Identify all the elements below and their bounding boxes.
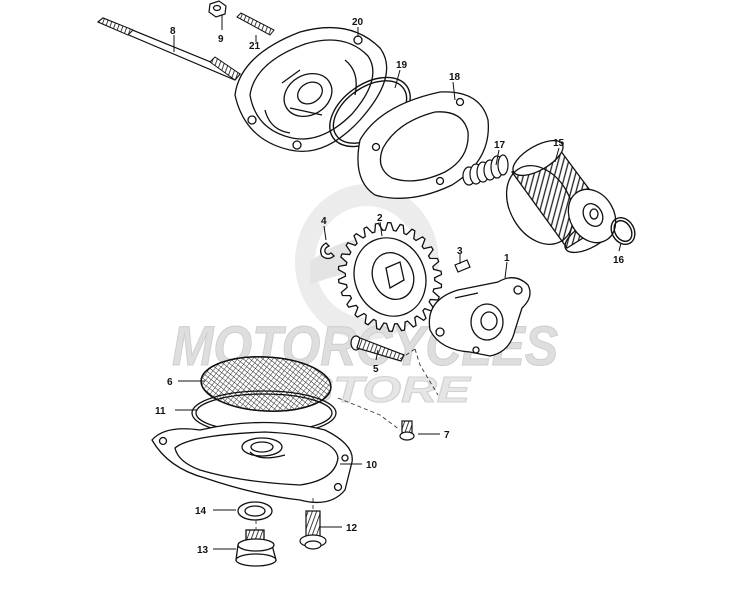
part-4-clip: [320, 242, 335, 260]
label-13: 13: [197, 545, 209, 556]
label-18: 18: [449, 72, 461, 83]
label-4: 4: [321, 216, 327, 227]
part-labels: 1 2 3 4 5 6 7 8 9 10 11 12 13 14 15 16 1…: [155, 17, 625, 556]
part-16-o-ring: [610, 216, 636, 246]
part-15-oil-filter: [505, 139, 617, 254]
label-15: 15: [553, 138, 565, 149]
label-20: 20: [352, 17, 364, 28]
part-13-drain-plug: [235, 529, 277, 567]
part-8-stud: [96, 17, 241, 81]
part-1-pump-body: [428, 277, 531, 357]
label-19: 19: [396, 60, 408, 71]
label-17: 17: [494, 140, 506, 151]
label-1: 1: [504, 253, 510, 264]
label-5: 5: [373, 364, 379, 375]
label-21: 21: [249, 41, 261, 52]
label-8: 8: [170, 26, 176, 37]
part-5-bolt: [350, 335, 405, 362]
label-10: 10: [366, 460, 378, 471]
leader-lines: [173, 15, 622, 550]
part-12-bolt: [299, 510, 327, 550]
label-6: 6: [167, 377, 173, 388]
label-7: 7: [444, 430, 450, 441]
label-11: 11: [155, 406, 166, 417]
label-9: 9: [218, 34, 224, 45]
part-17-spring: [462, 154, 509, 186]
label-12: 12: [346, 523, 358, 534]
label-14: 14: [195, 506, 207, 517]
part-7-small-bolt: [399, 420, 415, 441]
part-14-washer: [237, 501, 273, 521]
part-9-nut: [208, 0, 227, 18]
label-3: 3: [457, 246, 463, 257]
part-18-gasket: [357, 91, 490, 199]
label-16: 16: [613, 255, 625, 266]
label-2: 2: [377, 213, 383, 224]
part-10-oil-pan: [151, 421, 353, 504]
part-3-pin: [454, 259, 471, 273]
assembly-lines: [255, 348, 439, 530]
part-2-gear: [337, 222, 443, 332]
part-20-cover-plate: [234, 26, 388, 153]
part-21-short-stud: [236, 12, 275, 36]
